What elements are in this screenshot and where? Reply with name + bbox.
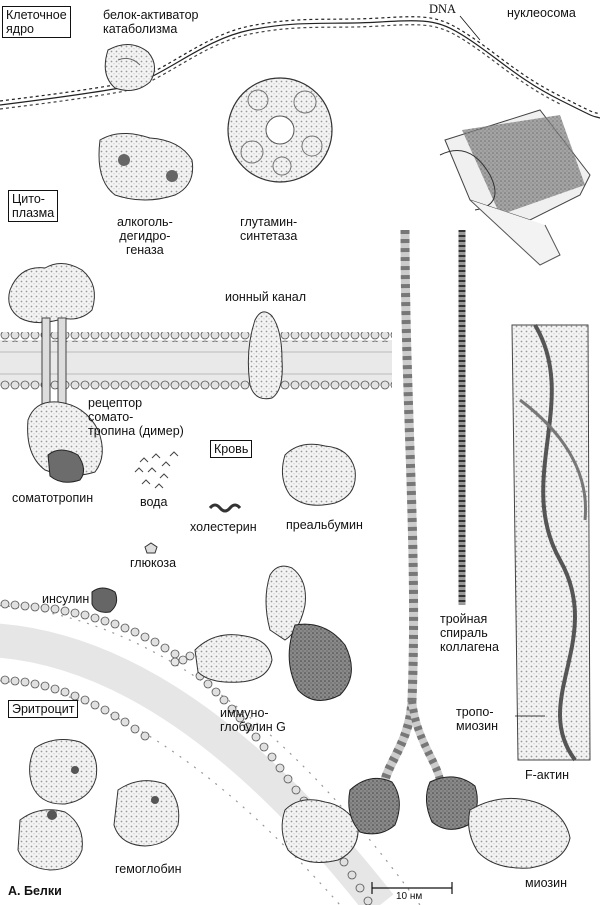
glutamine-label: глутамин- синтетаза bbox=[240, 215, 298, 243]
collagen-label: тройная спираль коллагена bbox=[440, 612, 499, 654]
cap-label: белок-активатор катаболизма bbox=[103, 8, 199, 36]
receptor-shape bbox=[8, 263, 103, 483]
scale-label: 10 нм bbox=[396, 891, 423, 902]
hemoglobin-label: гемоглобин bbox=[115, 862, 182, 876]
alcohol-dehydrogenase-shape bbox=[98, 133, 194, 201]
glucose-shape bbox=[144, 542, 158, 554]
panel-title: А. Белки bbox=[8, 884, 62, 898]
adh-label: алкоголь- дегидро- геназа bbox=[117, 215, 173, 257]
cytoplasm-label: Цито- плазма bbox=[8, 190, 59, 222]
cholesterol-label: холестерин bbox=[190, 520, 257, 534]
hemoglobin-shapes bbox=[17, 739, 180, 871]
erythrocyte-label: Эритроцит bbox=[8, 700, 79, 718]
receptor-label: рецептор сомато- тропина (димер) bbox=[88, 396, 184, 438]
somatotropin-label: соматотропин bbox=[12, 491, 94, 505]
water-molecules bbox=[134, 451, 179, 489]
myosin-tails bbox=[380, 229, 444, 782]
igg-label: иммуно- глобулин G bbox=[220, 706, 286, 734]
blood-label: Кровь bbox=[210, 440, 253, 458]
nucleosome-shape bbox=[439, 109, 591, 266]
myosin-heads bbox=[281, 776, 571, 869]
nucleosome-label: нуклеосома bbox=[507, 6, 576, 20]
glucose-label: глюкоза bbox=[130, 556, 177, 570]
igg-chain bbox=[170, 651, 195, 667]
nucleus-label: Клеточное ядро bbox=[2, 6, 71, 38]
ion-channel-shape bbox=[247, 311, 283, 400]
cap-protein-shape bbox=[104, 44, 155, 91]
f-actin-shape bbox=[511, 323, 591, 762]
glutamine-synthetase-shape bbox=[227, 77, 333, 183]
leader-lines bbox=[459, 15, 545, 717]
myosin-label: миозин bbox=[525, 876, 568, 890]
immunoglobulin-shape bbox=[194, 565, 352, 701]
prealbumin-label: преальбумин bbox=[286, 518, 363, 532]
insulin-shape bbox=[91, 587, 118, 613]
ion-channel-label: ионный канал bbox=[225, 290, 307, 304]
dna-label: DNA bbox=[429, 2, 457, 16]
water-label: вода bbox=[140, 495, 168, 509]
tropomyosin-label: тропо- миозин bbox=[456, 705, 499, 733]
scale-bar bbox=[371, 882, 453, 894]
erythrocyte-beads bbox=[0, 599, 373, 905]
insulin-label: инсулин bbox=[42, 592, 90, 606]
cholesterol-shape bbox=[208, 503, 242, 513]
prealbumin-shape bbox=[281, 443, 356, 506]
f-actin-label: F-актин bbox=[525, 768, 569, 782]
